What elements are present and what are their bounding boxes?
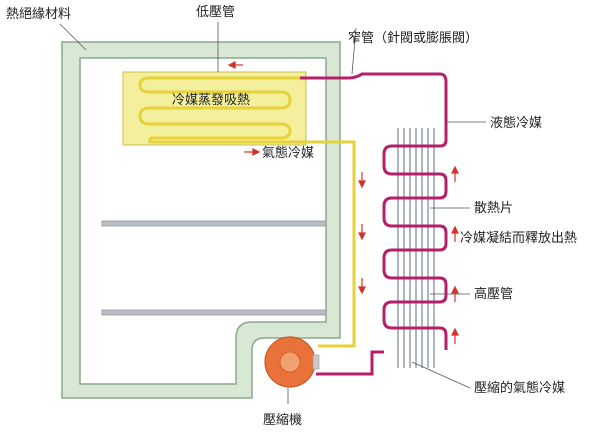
label-narrow-pipe: 窄管（針閥或膨脹閥） (348, 30, 478, 46)
label-gaseous-refrigerant: 氣態冷媒 (262, 145, 314, 161)
label-compressed-gas-refrigerant: 壓縮的氣態冷媒 (474, 380, 565, 396)
label-condense-release-heat: 冷媒凝結而釋放出熱 (460, 230, 577, 246)
label-heat-sink: 散熱片 (474, 201, 513, 216)
suction-pipe (148, 138, 356, 348)
label-insulation: 熱絕緣材料 (6, 7, 71, 22)
heat-sink-fins (397, 128, 435, 368)
discharge-pipe (316, 350, 384, 376)
label-liquid-refrigerant: 液態冷媒 (490, 115, 542, 131)
label-compressor: 壓縮機 (263, 412, 302, 428)
label-evaporator-heat: 冷媒蒸發吸熱 (172, 93, 250, 108)
evaporator-coil (138, 76, 300, 140)
callout-lines (59, 22, 486, 404)
shelf-lower (101, 309, 327, 316)
label-high-pressure-pipe: 高壓管 (474, 286, 513, 302)
condenser-coil (382, 124, 448, 350)
shelf-upper (101, 220, 327, 227)
narrow-pipe (300, 72, 448, 124)
compressor (264, 336, 320, 388)
label-low-pressure-pipe: 低壓管 (196, 5, 235, 20)
flow-arrows (227, 61, 459, 344)
